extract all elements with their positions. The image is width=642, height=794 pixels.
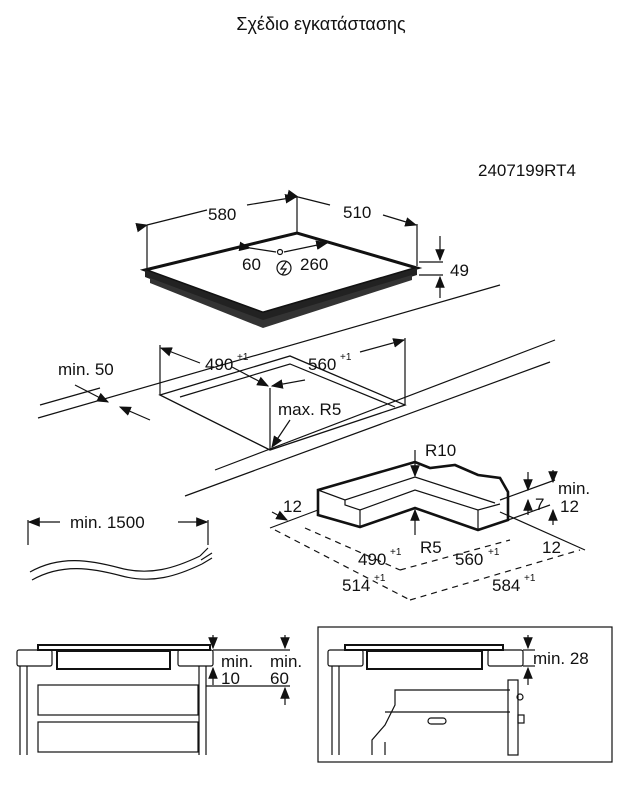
cutout-width-tol: +1 (340, 352, 352, 363)
cutout-drawing: 490 +1 560 +1 max. R5 min. 50 (37, 284, 556, 497)
min-label-a: min. (221, 652, 253, 671)
frame-outer-depth-tol: +1 (374, 573, 386, 584)
frame-outer-depth-label: 514 (342, 576, 370, 595)
section-right-drawing: min. 28 (317, 626, 613, 763)
section-left-drawing: min. 10 min. 60 (16, 635, 302, 755)
value-60: 60 (270, 669, 289, 688)
frame-outer-width-tol: +1 (524, 573, 536, 584)
frame-depth-tol: +1 (390, 547, 402, 558)
frame-12b-label: 12 (560, 497, 579, 516)
frame-min-label: min. (558, 479, 590, 498)
min-28-label: min. 28 (533, 649, 589, 668)
frame-7-label: 7 (535, 495, 544, 514)
hob-width-label: 580 (208, 205, 236, 224)
frame-12a-label: 12 (283, 497, 302, 516)
cutout-depth-tol: +1 (237, 352, 249, 363)
edge-min-label: min. 50 (58, 360, 114, 379)
frame-detail-drawing: R10 R5 12 490 +1 560 +1 514 +1 584 +1 mi… (269, 441, 590, 601)
conn-right-label: 260 (300, 255, 328, 274)
cutout-radius-label: max. R5 (278, 400, 341, 419)
conn-left-label: 60 (242, 255, 261, 274)
frame-outer-width-label: 584 (492, 576, 520, 595)
cable-drawing: min. 1500 (27, 513, 213, 581)
cutout-width-label: 560 (308, 355, 336, 374)
frame-r10-label: R10 (425, 441, 456, 460)
frame-r5-label: R5 (420, 538, 442, 557)
frame-12c-label: 12 (542, 538, 561, 557)
frame-depth-label: 490 (358, 550, 386, 569)
frame-width-label: 560 (455, 550, 483, 569)
min-label-b: min. (270, 652, 302, 671)
value-10: 10 (221, 669, 240, 688)
frame-width-tol: +1 (488, 547, 500, 558)
diagram-title: Σχέδιο εγκατάστασης (236, 14, 406, 34)
cable-length-label: min. 1500 (70, 513, 145, 532)
hob-height-label: 49 (450, 261, 469, 280)
hob-depth-label: 510 (343, 203, 371, 222)
cutout-depth-label: 490 (205, 355, 233, 374)
model-code: 2407199RT4 (478, 161, 576, 180)
hob-drawing: 580 510 60 260 49 (135, 189, 469, 328)
electric-connection-icon (276, 260, 292, 276)
